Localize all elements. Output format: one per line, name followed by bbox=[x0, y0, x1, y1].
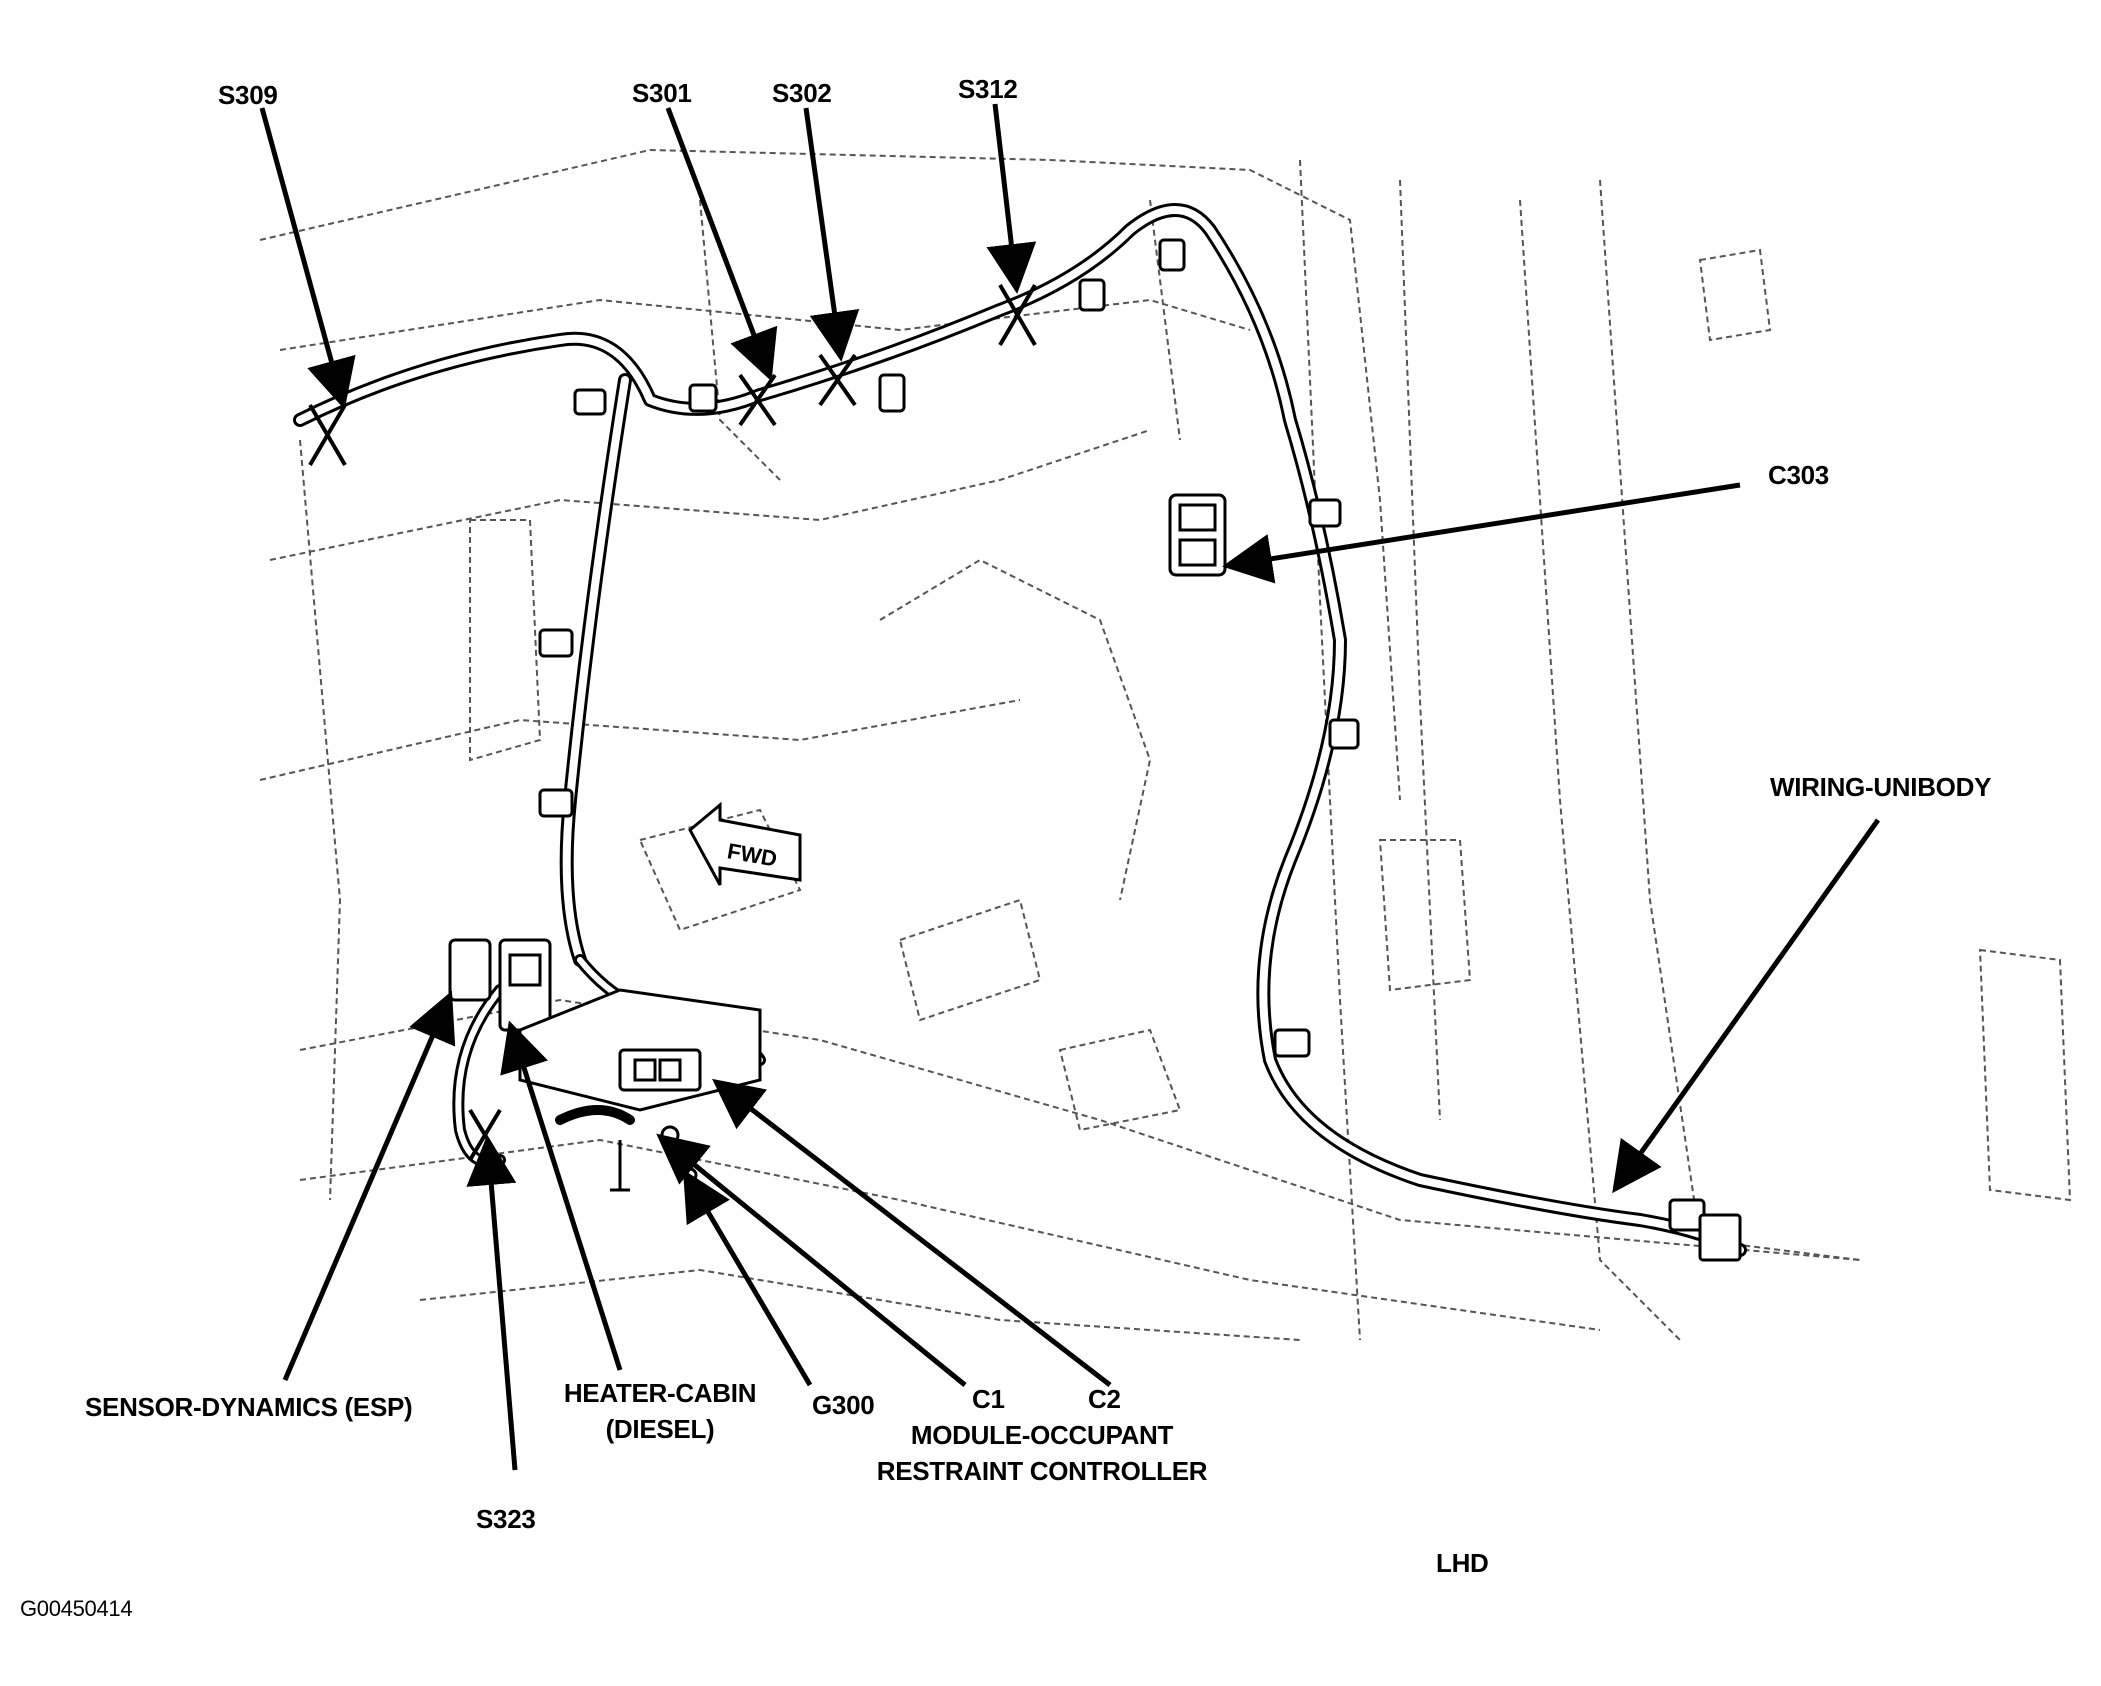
figure-id: G00450414 bbox=[20, 1596, 133, 1621]
fwd-arrow: FWD bbox=[688, 801, 802, 886]
leader-s309 bbox=[259, 107, 356, 410]
label-s323: S323 bbox=[476, 1504, 536, 1534]
label-wiring-unibody: WIRING-UNIBODY bbox=[1770, 772, 1992, 802]
harness-components bbox=[448, 238, 1742, 1262]
label-heater-cabin-line2: (DIESEL) bbox=[605, 1414, 715, 1444]
leader-sensor-dynamics bbox=[282, 990, 456, 1381]
label-s309: S309 bbox=[218, 80, 278, 110]
leader-wiring-unibody bbox=[1612, 818, 1881, 1194]
label-c1: C1 bbox=[972, 1384, 1005, 1414]
splice-s302-mark bbox=[818, 353, 857, 407]
label-s302: S302 bbox=[772, 78, 832, 108]
leader-s302 bbox=[803, 107, 860, 362]
splice-s312-mark bbox=[998, 283, 1037, 347]
leader-c1 bbox=[656, 1133, 967, 1387]
splice-marks bbox=[308, 283, 1037, 1162]
label-module-occupant-line2: RESTRAINT CONTROLLER bbox=[876, 1456, 1208, 1486]
label-lhd: LHD bbox=[1436, 1548, 1489, 1578]
label-sensor-dynamics: SENSOR-DYNAMICS (ESP) bbox=[85, 1392, 413, 1422]
vehicle-body-outline bbox=[259, 148, 2072, 1341]
leader-g300 bbox=[682, 1169, 813, 1387]
label-s312: S312 bbox=[958, 74, 1018, 104]
label-s301: S301 bbox=[632, 78, 692, 108]
label-g300: G300 bbox=[812, 1390, 875, 1420]
leader-heater-cabin bbox=[500, 1020, 623, 1371]
splice-s309-mark bbox=[308, 403, 347, 467]
leader-c303 bbox=[1222, 482, 1741, 584]
label-c2: C2 bbox=[1088, 1384, 1121, 1414]
leader-s323 bbox=[466, 1135, 518, 1471]
label-c303: C303 bbox=[1768, 460, 1829, 490]
splice-s323-mark bbox=[468, 1108, 502, 1162]
wiring-harness bbox=[293, 203, 1747, 1257]
leader-s301 bbox=[665, 107, 778, 382]
leader-s312 bbox=[986, 103, 1037, 294]
leader-lines bbox=[259, 103, 1881, 1471]
label-module-occupant-line1: MODULE-OCCUPANT bbox=[910, 1420, 1174, 1450]
label-heater-cabin-line1: HEATER-CABIN bbox=[563, 1378, 757, 1408]
leader-c2 bbox=[712, 1078, 1112, 1387]
splice-s301-mark bbox=[738, 373, 777, 427]
